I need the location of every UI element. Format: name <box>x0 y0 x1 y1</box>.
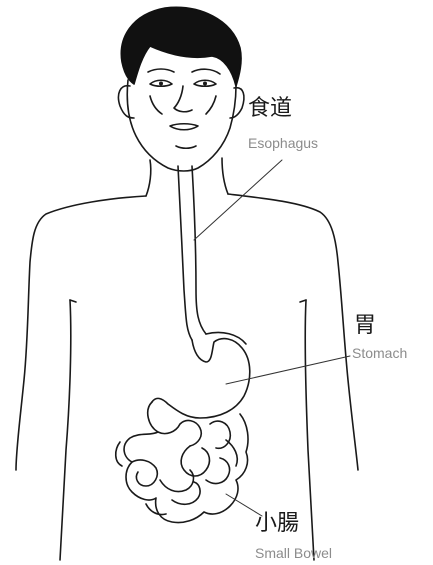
right-pupil <box>203 82 207 86</box>
torso-left-side <box>60 300 71 560</box>
small-bowel-label-en: Small Bowel <box>255 545 332 561</box>
right-eyebrow <box>192 69 220 74</box>
hair <box>121 7 241 86</box>
stomach-label-jp: 胃 <box>354 314 376 338</box>
esophagus-label-en: Esophagus <box>248 135 318 151</box>
cheek-line-left <box>150 96 162 114</box>
esophagus-leader <box>194 160 282 240</box>
mouth <box>170 124 198 130</box>
bowel-loop-8 <box>116 442 122 466</box>
right-ear <box>230 88 244 118</box>
bowel-loop-7 <box>172 482 200 504</box>
bowel-loop-3 <box>181 446 209 476</box>
neck-left <box>146 160 151 196</box>
cheek-line-right <box>206 96 216 114</box>
left-shoulder-arm <box>16 196 146 470</box>
esophagus-label-jp: 食道 <box>248 97 292 121</box>
left-armpit <box>70 300 76 302</box>
chin <box>176 146 196 148</box>
stomach-leader <box>226 356 350 384</box>
left-eyebrow <box>148 69 174 72</box>
left-ear <box>118 86 134 118</box>
bowel-loop-2 <box>132 460 157 486</box>
left-pupil <box>159 82 163 86</box>
neck-right <box>222 158 228 194</box>
bowel-loop-4 <box>210 421 230 448</box>
stomach <box>152 339 250 418</box>
bowel-loop-1 <box>158 421 201 446</box>
esophagus <box>178 166 192 340</box>
nose <box>174 86 192 112</box>
esophagus-inner <box>192 166 206 334</box>
stomach-label-en: Stomach <box>352 345 407 361</box>
bowel-loop-5 <box>160 470 193 492</box>
small-bowel-label-jp: 小腸 <box>255 512 299 536</box>
torso-right-side <box>305 300 314 560</box>
right-armpit <box>300 300 306 302</box>
